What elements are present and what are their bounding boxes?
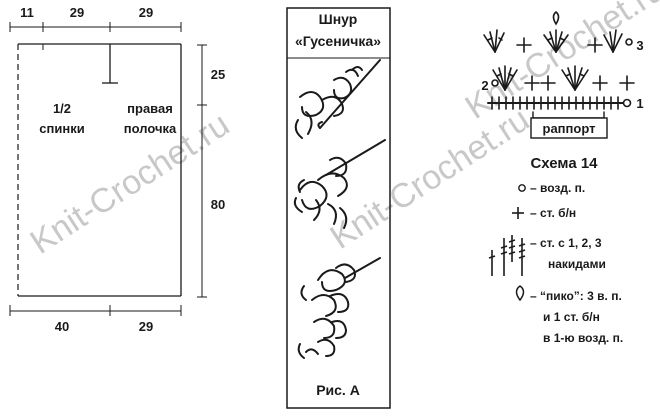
dim-bottom-40: 40 [55,319,69,334]
watermark-middle: Knit-Crochet.ru [324,100,536,256]
pattern-diagram [9,22,207,316]
row-3-stitches [483,10,633,53]
dim-top-29a: 29 [70,5,84,20]
row-label-1: 1 [636,96,643,111]
legend-picot-text-3: в 1-ю возд. п. [543,331,623,345]
repeat-box [530,117,608,139]
back-label: спинки [39,121,84,136]
legend: – возд. п. – ст. б/н – ст. с 1, 2, 3 нак… [488,181,623,345]
foundation-ticks [491,96,619,110]
row-label-2: 2 [481,78,488,93]
cord-subtitle: «Гусеничка» [295,33,381,49]
scheme-title: Схема 14 [530,155,598,172]
front-label-1: правая [127,101,173,116]
legend-dc-text-2: накидами [548,257,606,271]
dim-right-80: 80 [211,197,225,212]
legend-chain-text: – возд. п. [530,181,585,195]
back-label-fraction: 1/2 [53,101,71,116]
chain-icon [518,184,526,192]
figure-label: Рис. А [316,382,360,398]
legend-picot-text: – “пико”: 3 в. п. [530,289,622,303]
dim-top-29b: 29 [139,5,153,20]
legend-sc-text: – ст. б/н [530,206,576,220]
row-label-3: 3 [636,38,643,53]
picot-icon [515,285,525,302]
front-label-2: полочка [124,121,177,136]
legend-picot-text-2: и 1 ст. б/н [543,310,600,324]
repeat-label: раппорт [543,121,596,136]
dim-bottom-29: 29 [139,319,153,334]
scheme-diagram [483,10,635,119]
watermark-right: Knit-Crochet.ru [459,0,660,127]
cord-step-2-illustration [293,139,386,229]
row-2-stitches [491,65,635,91]
cord-step-3-illustration [297,257,381,359]
sc-icon [512,207,524,219]
dc-icons [488,235,526,276]
dim-top-11: 11 [20,5,34,20]
cord-figure-frame [286,7,391,409]
dim-right-25: 25 [211,67,225,82]
cord-step-1-illustration [294,59,381,139]
cord-title: Шнур [319,11,358,27]
legend-dc-text: – ст. с 1, 2, 3 [530,236,602,250]
